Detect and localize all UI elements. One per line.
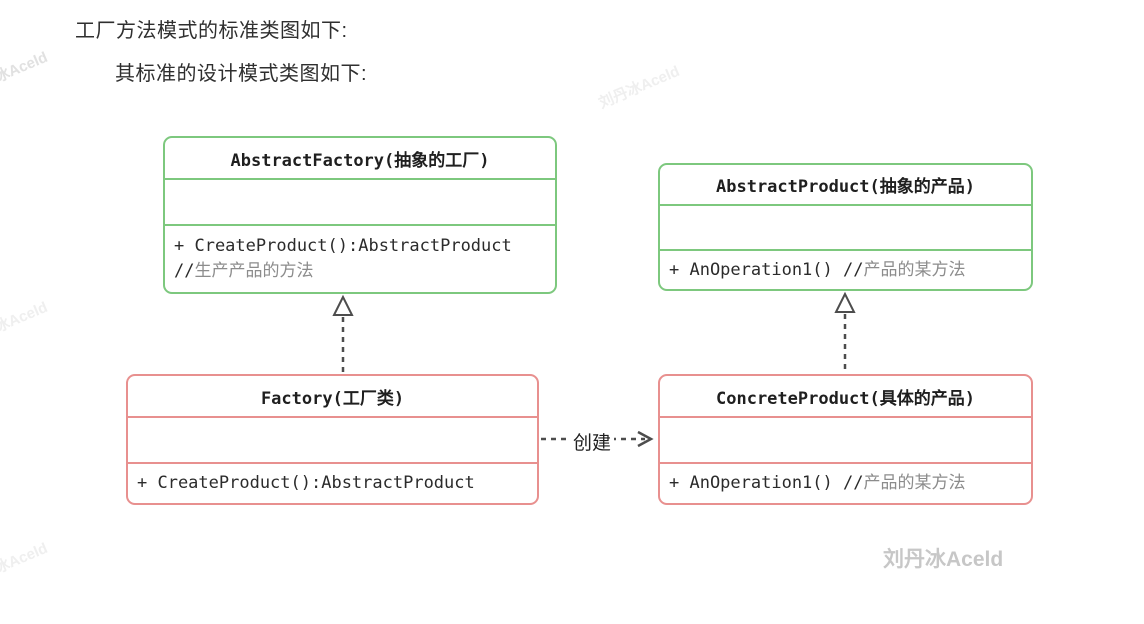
realization-arrow-concrete-to-abstract-product <box>834 291 856 373</box>
watermark-author: 刘丹冰Aceld <box>0 539 51 590</box>
comment-text: 生产产品的方法 <box>194 261 314 281</box>
class-title-abstract-factory: AbstractFactory(抽象的工厂) <box>165 138 555 180</box>
class-box-concrete-product: ConcreteProduct(具体的产品) + AnOperation1() … <box>658 374 1033 505</box>
method-an-operation1: + AnOperation1() //产品的某方法 <box>669 258 1022 283</box>
class-box-abstract-factory: AbstractFactory(抽象的工厂) + CreateProduct()… <box>163 136 557 294</box>
class-methods-concrete-product: + AnOperation1() //产品的某方法 <box>660 464 1031 503</box>
comment-slashes: // <box>174 261 195 281</box>
watermark-author: 刘丹冰Aceld <box>596 62 683 113</box>
method-comment-line: //生产产品的方法 <box>174 259 546 284</box>
watermark-author: 刘丹冰Aceld <box>0 298 51 349</box>
class-methods-abstract-factory: + CreateProduct():AbstractProduct //生产产品… <box>165 226 555 292</box>
class-title-abstract-product: AbstractProduct(抽象的产品) <box>660 165 1031 206</box>
class-box-abstract-product: AbstractProduct(抽象的产品) + AnOperation1() … <box>658 163 1033 291</box>
class-box-factory: Factory(工厂类) + CreateProduct():AbstractP… <box>126 374 539 505</box>
method-code: + AnOperation1() // <box>669 259 864 280</box>
method-create-product: + CreateProduct():AbstractProduct <box>137 471 528 496</box>
heading-factory-pattern: 工厂方法模式的标准类图如下: <box>75 20 348 42</box>
class-fields-factory <box>128 418 537 464</box>
method-code: + CreateProduct():AbstractProduct <box>137 473 475 494</box>
realization-arrow-factory-to-abstract-factory <box>332 294 354 373</box>
class-fields-abstract-factory <box>165 180 555 226</box>
class-title-factory: Factory(工厂类) <box>128 376 537 418</box>
create-arrow-label: 创建 <box>570 428 615 455</box>
watermark-author-signature: 刘丹冰Aceld <box>883 548 1004 571</box>
method-code: + CreateProduct():AbstractProduct <box>174 236 512 257</box>
comment-text: 产品的某方法 <box>863 259 966 280</box>
comment-text: 产品的某方法 <box>863 473 966 494</box>
class-methods-factory: + CreateProduct():AbstractProduct <box>128 464 537 503</box>
method-an-operation1: + AnOperation1() //产品的某方法 <box>669 471 1022 496</box>
class-fields-concrete-product <box>660 418 1031 464</box>
class-title-concrete-product: ConcreteProduct(具体的产品) <box>660 376 1031 418</box>
heading-standard-diagram: 其标准的设计模式类图如下: <box>115 63 368 85</box>
method-create-product: + CreateProduct():AbstractProduct <box>174 234 546 259</box>
watermark-author: 刘丹冰Aceld <box>0 48 51 99</box>
class-methods-abstract-product: + AnOperation1() //产品的某方法 <box>660 251 1031 289</box>
class-fields-abstract-product <box>660 206 1031 251</box>
method-code: + AnOperation1() // <box>669 473 864 494</box>
